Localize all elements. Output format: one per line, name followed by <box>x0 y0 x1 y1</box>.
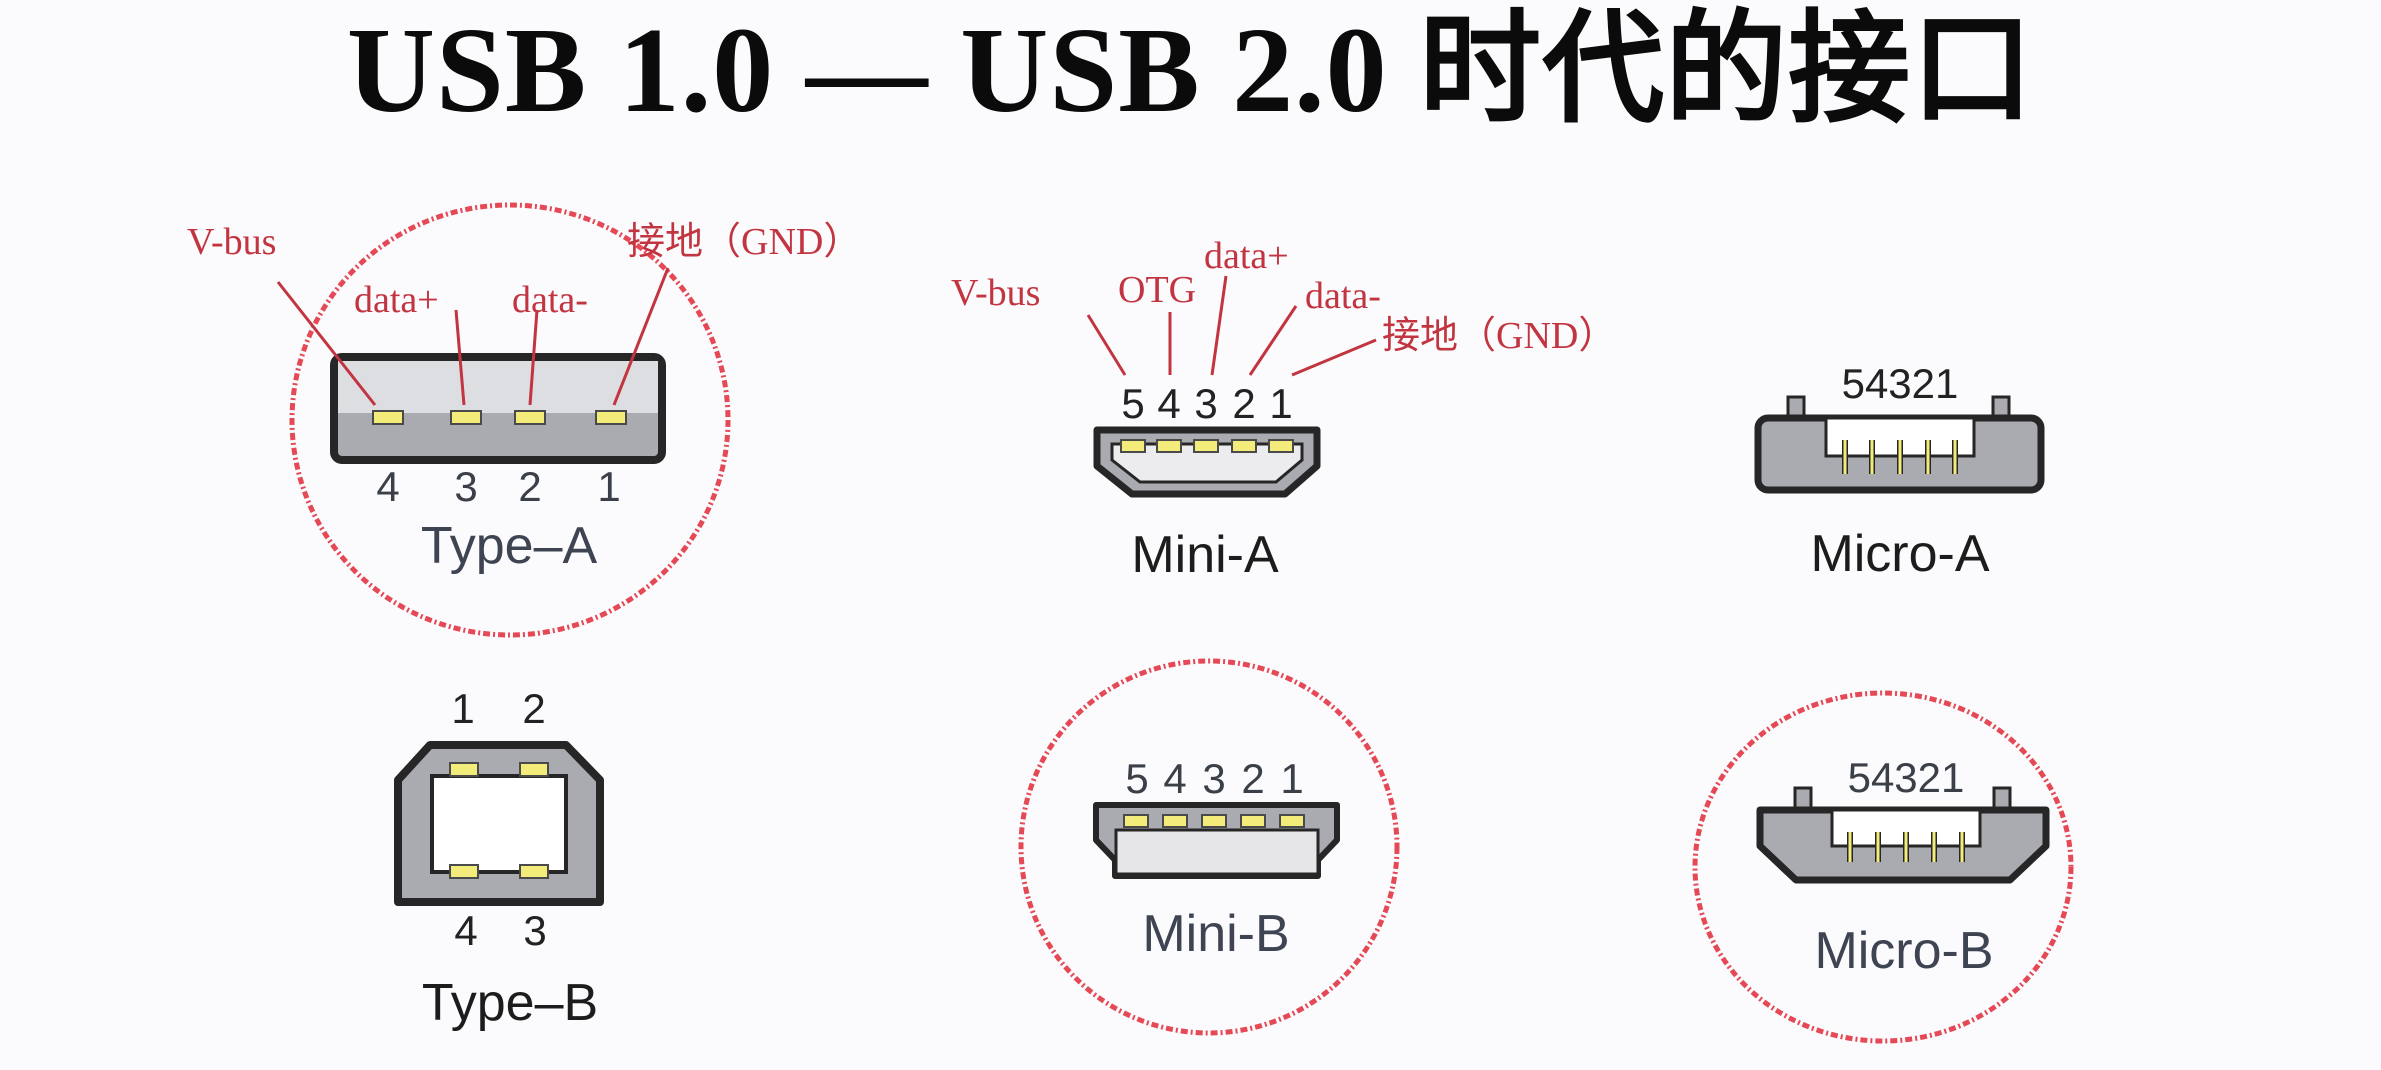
mini-a-caption: Mini-A <box>1131 526 1279 584</box>
mini-a-pin-5 <box>1120 439 1146 453</box>
micro-b-pin-numbers: 54321 <box>1848 754 1965 801</box>
mini-a-pin-number: 3 <box>1194 380 1217 427</box>
mini-a-vbus-label: V-bus <box>951 272 1040 314</box>
mini-b-pin-number: 1 <box>1280 755 1303 802</box>
mini-a-gnd-label: 接地（GND） <box>1382 315 1616 357</box>
mini-a-pin-number: 4 <box>1157 380 1180 427</box>
type-a-pin-1 <box>595 410 627 425</box>
micro-b-highlight-circle <box>1692 690 2074 1044</box>
mini-b-highlight-circle <box>1018 658 1400 1036</box>
mini-b-pin-4 <box>1162 814 1188 828</box>
type-b-pin-3 <box>519 864 549 879</box>
mini-a-connector: V-bus OTG data+ data- 接地（GND） 5 4 3 2 1 <box>951 235 1616 584</box>
mini-a-pin-3 <box>1193 439 1219 453</box>
type-b-pin-number: 2 <box>522 685 545 732</box>
micro-a-caption: Micro-A <box>1810 525 1989 583</box>
mini-a-pin-number: 1 <box>1269 380 1292 427</box>
type-a-connector: V-bus data+ data- 接地（GND） 4 3 2 1 Type–A <box>187 202 861 638</box>
mini-a-data-minus-label: data- <box>1305 275 1381 317</box>
type-a-vbus-leader <box>276 281 377 406</box>
type-a-data-minus-label: data- <box>512 279 588 321</box>
mini-a-gnd-leader <box>1291 338 1377 377</box>
mini-b-pin-2 <box>1240 814 1266 828</box>
micro-b-connector: 54321 Micro-B <box>1692 690 2074 1044</box>
type-a-gnd-label: 接地（GND） <box>627 221 861 263</box>
type-a-data-minus-leader <box>528 309 539 406</box>
type-a-data-plus-label: data+ <box>354 279 439 321</box>
type-b-pin-number: 1 <box>451 685 474 732</box>
micro-a-pin-numbers: 54321 <box>1842 360 1959 407</box>
mini-a-pin-4 <box>1156 439 1182 453</box>
mini-b-pin-3 <box>1201 814 1227 828</box>
type-b-connector: 1 2 4 3 Type–B <box>394 685 604 1032</box>
mini-b-pin-number: 2 <box>1241 755 1264 802</box>
mini-a-pin-number: 5 <box>1121 380 1144 427</box>
type-a-vbus-label: V-bus <box>187 221 276 263</box>
mini-a-data-plus-label: data+ <box>1204 235 1289 277</box>
mini-b-pin-number: 3 <box>1202 755 1225 802</box>
mini-b-pin-1 <box>1279 814 1305 828</box>
micro-b-pins <box>1847 832 1965 862</box>
micro-a-pins <box>1842 440 1958 474</box>
type-a-caption: Type–A <box>421 517 598 575</box>
type-a-pin-number: 4 <box>376 463 399 510</box>
type-a-pin-2 <box>514 410 546 425</box>
mini-a-vbus-leader <box>1086 314 1127 376</box>
type-a-pin-number: 1 <box>597 463 620 510</box>
type-a-pin-4 <box>372 410 404 425</box>
mini-b-tongue <box>1114 828 1320 876</box>
mini-a-data-plus-leader <box>1210 275 1228 376</box>
type-b-pin-2 <box>519 762 549 777</box>
mini-b-pin-5 <box>1123 814 1149 828</box>
type-a-pin-number: 3 <box>454 463 477 510</box>
mini-b-connector: 5 4 3 2 1 Mini-B <box>1018 658 1400 1036</box>
mini-a-pin-2 <box>1231 439 1257 453</box>
mini-a-pin-1 <box>1268 439 1294 453</box>
mini-a-otg-label: OTG <box>1118 269 1196 311</box>
mini-a-tongue <box>1110 442 1304 484</box>
type-b-pin-1 <box>449 762 479 777</box>
type-b-socket <box>430 774 568 874</box>
micro-a-connector: 54321 Micro-A <box>1754 360 2045 583</box>
type-a-data-plus-leader <box>454 309 466 406</box>
mini-a-data-minus-leader <box>1248 305 1298 376</box>
type-a-tongue <box>338 361 658 413</box>
type-b-pin-number: 4 <box>454 907 477 954</box>
mini-b-pin-number: 4 <box>1163 755 1186 802</box>
page-title: USB 1.0 — USB 2.0 时代的接口 <box>346 3 2035 138</box>
type-b-pin-4 <box>449 864 479 879</box>
type-a-pin-3 <box>450 410 482 425</box>
type-a-gnd-leader <box>612 267 670 406</box>
mini-b-caption: Mini-B <box>1142 905 1289 963</box>
type-a-highlight-circle <box>289 202 731 638</box>
type-a-pin-number: 2 <box>518 463 541 510</box>
type-b-pin-number: 3 <box>523 907 546 954</box>
micro-b-caption: Micro-B <box>1814 922 1993 980</box>
mini-b-pin-number: 5 <box>1125 755 1148 802</box>
type-b-caption: Type–B <box>422 974 598 1032</box>
mini-a-pin-number: 2 <box>1232 380 1255 427</box>
